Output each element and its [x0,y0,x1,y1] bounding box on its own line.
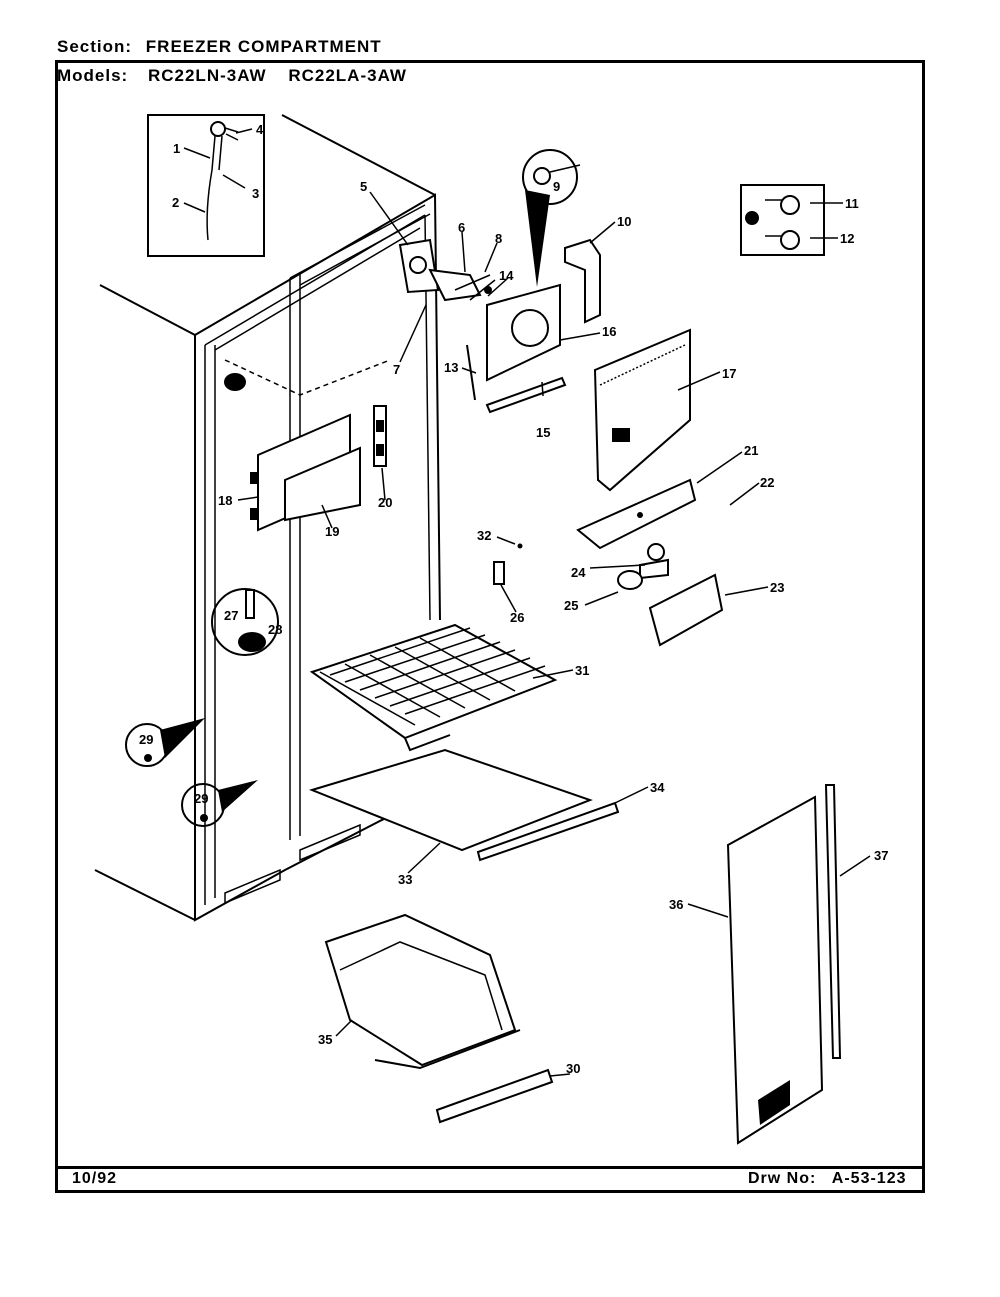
callout-9: 9 [553,179,560,194]
callout-17: 17 [722,366,736,381]
callout-34: 34 [650,780,665,795]
revision-date: 10/92 [72,1170,118,1187]
freezer-cabinet [94,114,441,922]
fan-motor-assembly [398,238,496,302]
part-26 [493,561,505,585]
glass-shelf-33 [308,748,593,852]
section-label: Section: [57,37,133,56]
drawing-number-label: Drw No: [748,1170,817,1187]
callout-29b: 29 [194,791,208,806]
part-29-detail-lower [181,780,258,827]
freezer-bin-35 [324,913,521,1070]
model-number-2: RC22LA-3AW [288,66,407,85]
control-inset [147,114,265,257]
control-panel-18-19 [250,413,361,532]
callout-15: 15 [536,425,550,440]
callout-6: 6 [458,220,465,235]
callout-26: 26 [510,610,524,625]
fan-bracket-16 [466,283,567,414]
callout-25: 25 [564,598,578,613]
callout-31: 31 [575,663,589,678]
rear-panel-17 [593,328,691,492]
callout-32: 32 [477,528,491,543]
callout-5: 5 [360,179,367,194]
callout-29a: 29 [139,732,153,747]
callout-2: 2 [172,195,179,210]
part-20 [373,405,387,467]
callout-7: 7 [393,362,400,377]
section-title: FREEZER COMPARTMENT [145,37,382,56]
wire-shelf-31 [309,623,558,752]
door-panel-36 [726,795,824,1145]
callout-13: 13 [444,360,458,375]
diagram-frame [55,60,925,1193]
callout-19: 19 [325,524,339,539]
callout-1: 1 [173,141,180,156]
callout-8: 8 [495,231,502,246]
shelf-trim-34 [476,801,620,862]
bracket-21 [576,478,697,550]
part-29-detail-upper [125,718,205,767]
part-10 [564,238,601,324]
callout-21: 21 [744,443,758,458]
bin-trim-30 [435,1068,554,1124]
footer-divider [55,1166,925,1169]
part-27-28-detail [211,588,279,656]
callout-18: 18 [218,493,232,508]
callout-36: 36 [669,897,683,912]
callout-30: 30 [566,1061,580,1076]
callout-16: 16 [602,324,616,339]
part-9-detail [522,149,581,287]
callout-24: 24 [571,565,586,580]
callout-14: 14 [499,268,514,283]
callout-28: 28 [268,622,282,637]
callout-23: 23 [770,580,784,595]
gasket-strip-37 [824,784,842,1059]
drawing-number: A-53-123 [831,1170,907,1187]
callout-22: 22 [760,475,774,490]
part-32-screw [517,543,523,549]
parts-11-12-box [740,184,825,256]
models-label: Models: [57,66,129,85]
callout-27: 27 [224,608,238,623]
callout-33: 33 [398,872,412,887]
leader-lines [183,128,871,1077]
callout-20: 20 [378,495,392,510]
callout-35: 35 [318,1032,332,1047]
callout-11: 11 [845,196,859,211]
callout-labels: 1 2 3 4 5 6 7 8 9 10 11 12 13 14 15 16 1… [139,122,888,1076]
callout-4: 4 [256,122,264,137]
light-assembly [617,543,724,647]
model-number-1: RC22LN-3AW [147,66,267,85]
callout-10: 10 [617,214,631,229]
callout-12: 12 [840,231,854,246]
callout-3: 3 [252,186,259,201]
callout-37: 37 [874,848,888,863]
